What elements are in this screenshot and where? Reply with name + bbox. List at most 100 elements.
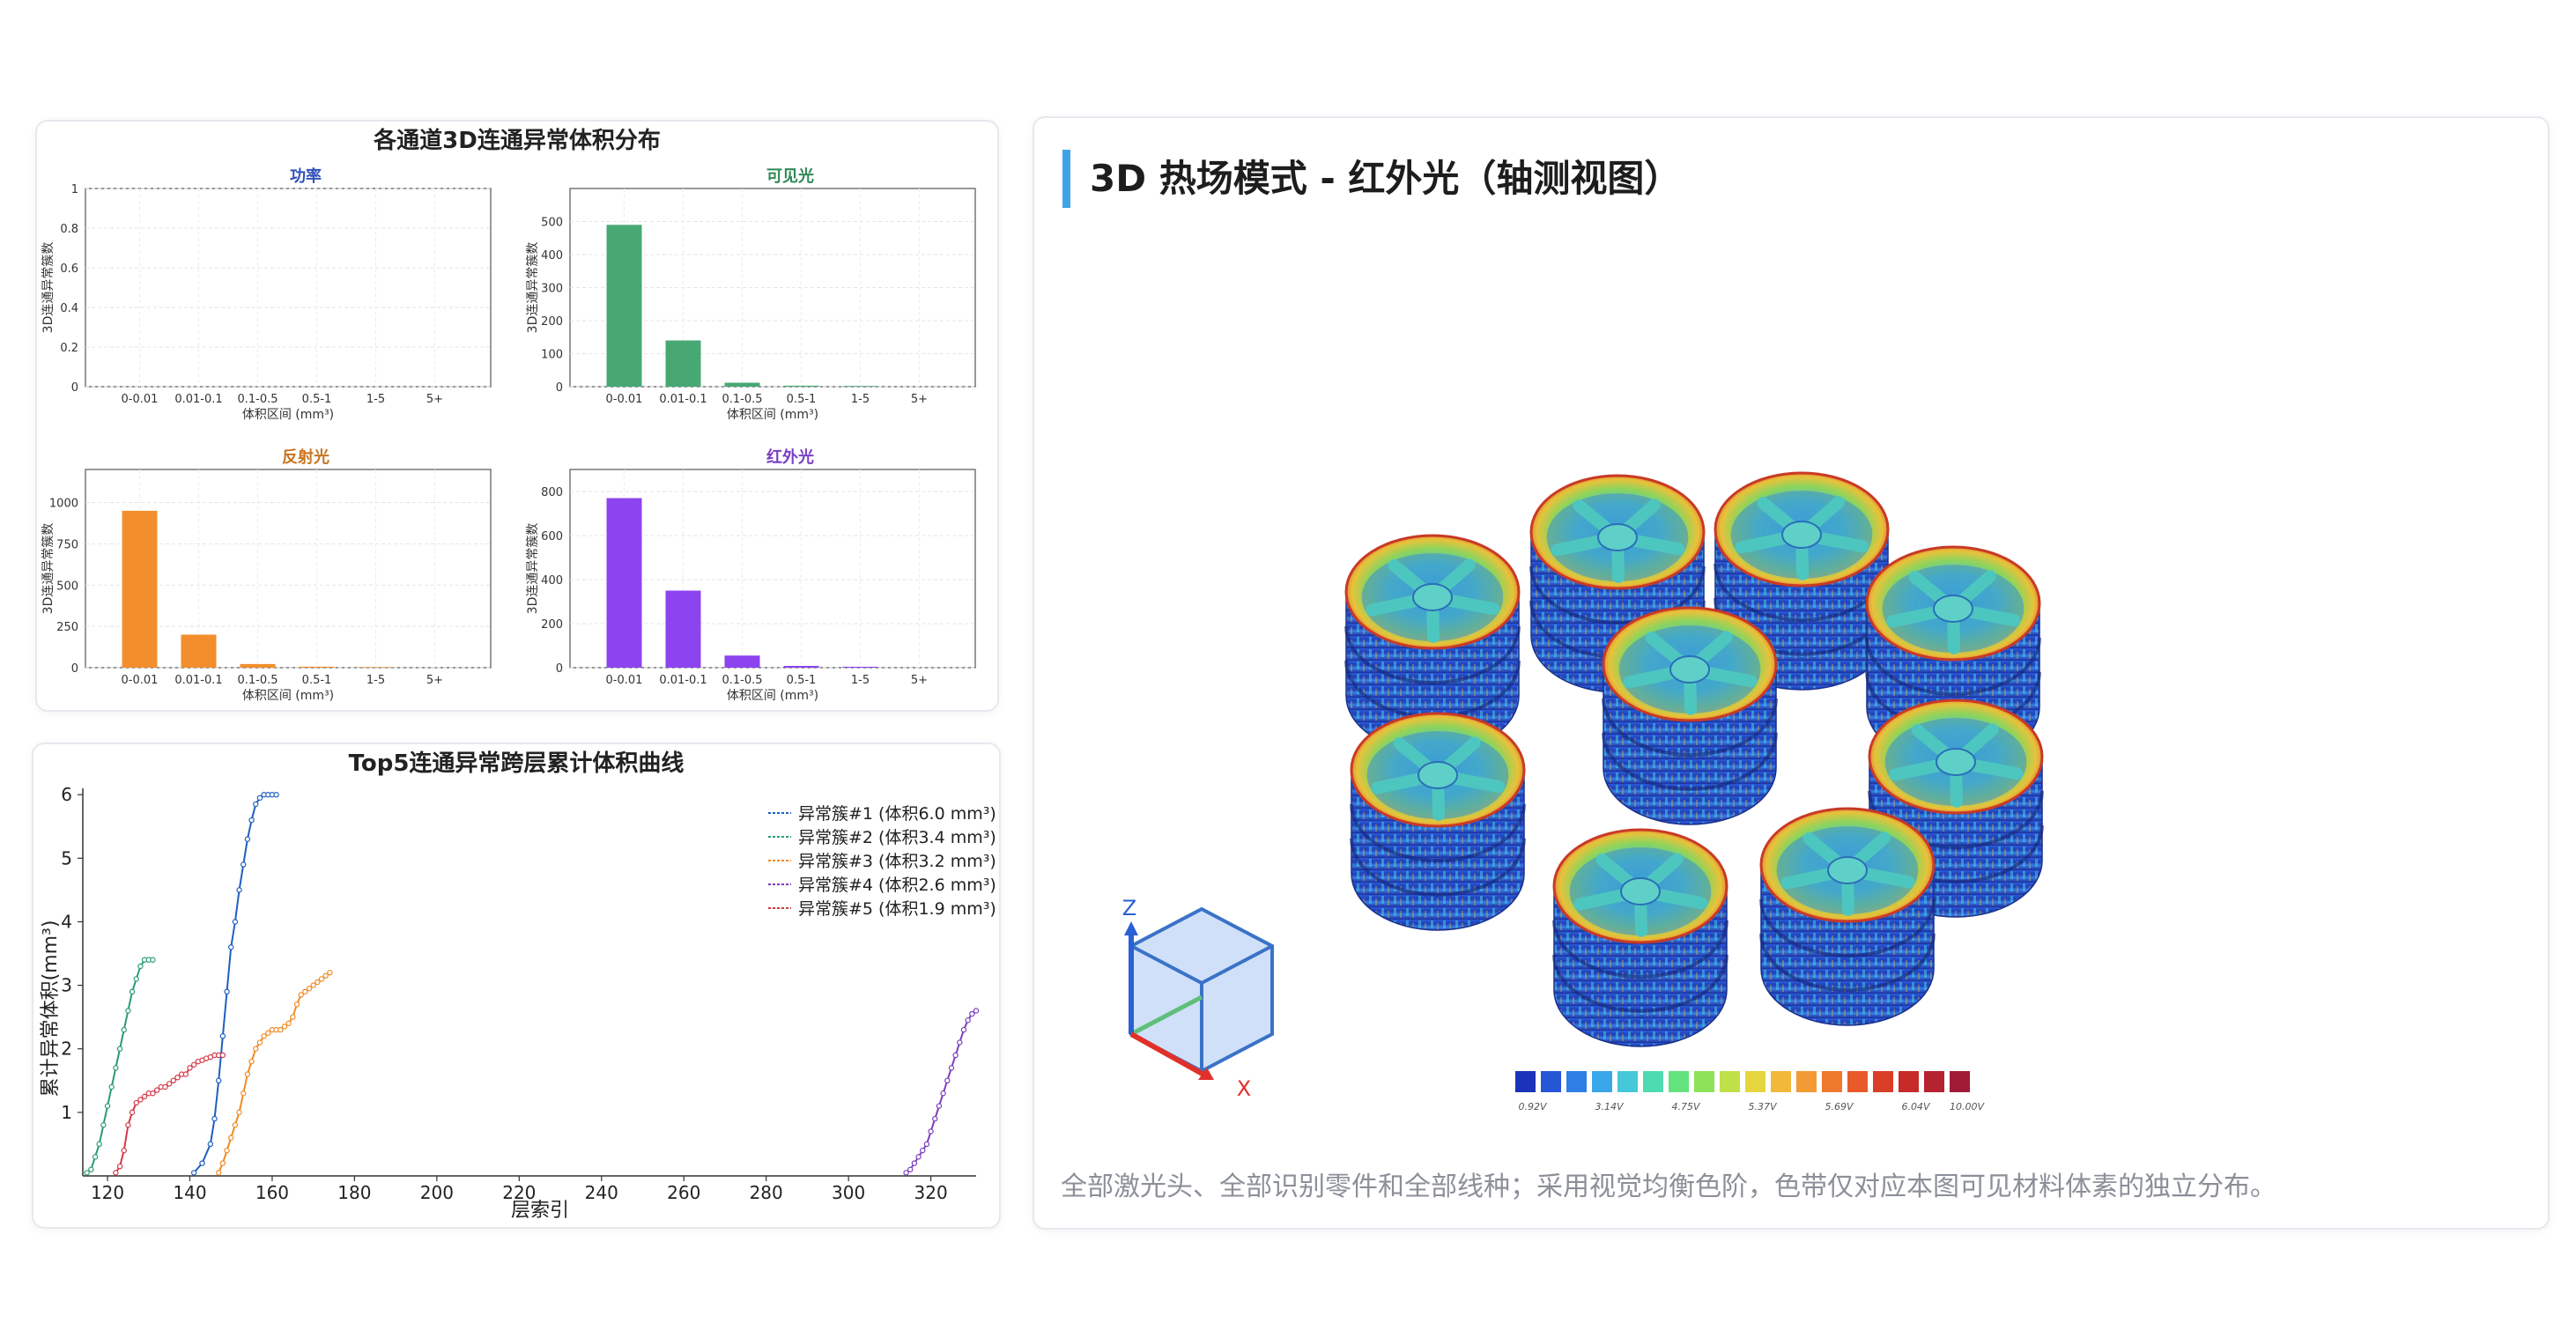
colorbar-swatch xyxy=(1822,1071,1842,1092)
x-tick-label: 0.1-0.5 xyxy=(237,674,278,687)
legend-label: 异常簇#4 (体积2.6 mm³) xyxy=(798,876,996,895)
x-tick-label: 280 xyxy=(750,1182,783,1203)
wheel-part xyxy=(1602,606,1778,825)
x-tick-label: 0.5-1 xyxy=(302,674,332,687)
y-tick-label: 6 xyxy=(61,784,72,805)
y-tick-label: 200 xyxy=(541,618,563,632)
x-tick-label: 180 xyxy=(337,1182,371,1203)
wheel-groove xyxy=(1344,625,1521,684)
series-point xyxy=(129,988,136,995)
series-point xyxy=(310,982,316,988)
y-tick-label: 400 xyxy=(541,574,563,588)
y-tick-label: 800 xyxy=(541,486,563,499)
colorbar-swatch xyxy=(1745,1071,1765,1092)
wheel-hub xyxy=(1412,583,1453,611)
legend-label: 异常簇#2 (体积3.4 mm³) xyxy=(798,828,996,847)
series-point xyxy=(125,1122,131,1128)
colorbar-swatch xyxy=(1566,1071,1587,1092)
series-point xyxy=(952,1052,959,1059)
wheel-part xyxy=(1344,534,1521,753)
x-tick-label: 0.5-1 xyxy=(787,393,817,406)
series-point xyxy=(199,1160,205,1166)
wheel-hub xyxy=(1620,877,1661,905)
x-tick-label: 0.01-0.1 xyxy=(659,674,707,687)
colorbar-swatch xyxy=(1643,1071,1663,1092)
series-point xyxy=(211,1115,218,1122)
series-point xyxy=(261,1033,267,1039)
colorbar-swatch xyxy=(1873,1071,1893,1092)
x-tick-label: 260 xyxy=(667,1182,700,1203)
colorbar-swatch xyxy=(1950,1071,1970,1092)
series-point xyxy=(96,1141,102,1148)
series-line-3 xyxy=(218,972,330,1173)
bar xyxy=(724,655,760,668)
y-tick-label: 0 xyxy=(556,662,563,676)
wheel-hub xyxy=(1597,523,1638,551)
series-point xyxy=(315,979,321,986)
y-tick-label: 0.8 xyxy=(60,223,78,236)
series-point xyxy=(207,1141,214,1148)
series-point xyxy=(302,988,308,995)
wheel-part xyxy=(1350,712,1526,931)
series-point xyxy=(256,1039,263,1046)
wheel-groove xyxy=(1552,954,1728,1013)
wheel-part xyxy=(1552,828,1728,1047)
x-tick-label: 140 xyxy=(173,1182,206,1203)
y-tick-label: 300 xyxy=(541,283,563,296)
series-point xyxy=(903,1170,909,1176)
x-axis-label: 体积区间 (mm³) xyxy=(727,408,818,422)
series-point xyxy=(116,1046,123,1052)
series-point xyxy=(911,1160,918,1166)
y-tick-label: 400 xyxy=(541,249,563,262)
axis-z-label: Z xyxy=(1122,896,1136,920)
bar xyxy=(842,386,878,387)
series-point xyxy=(224,988,230,995)
series-point xyxy=(150,1090,156,1097)
wheel-hub xyxy=(1827,856,1868,884)
series-point xyxy=(137,1097,144,1103)
bar xyxy=(665,590,701,668)
bar xyxy=(842,667,878,668)
series-point xyxy=(290,1014,296,1020)
series-point xyxy=(327,969,333,976)
series-point xyxy=(228,1135,234,1141)
series-point xyxy=(241,1090,247,1097)
colorbar-label: 5.69V xyxy=(1825,1101,1854,1112)
bar xyxy=(358,667,394,668)
wheel-hub xyxy=(1936,748,1976,776)
x-tick-label: 0.5-1 xyxy=(787,674,817,687)
y-tick-label: 3 xyxy=(61,975,72,996)
axis-gizmo[interactable]: Z X xyxy=(1122,896,1274,1101)
y-tick-label: 0 xyxy=(556,381,563,395)
x-tick-label: 0-0.01 xyxy=(122,674,159,687)
series-point xyxy=(150,957,156,963)
colorbar-swatch xyxy=(1541,1071,1561,1092)
series-point xyxy=(936,1103,943,1109)
colorbar-label: 6.04V xyxy=(1901,1101,1930,1112)
wheel-groove xyxy=(1602,698,1778,757)
bar-chart-title: 功率 xyxy=(290,166,322,186)
series-point xyxy=(957,1039,963,1046)
plot-frame xyxy=(85,188,492,388)
x-tick-label: 1-5 xyxy=(366,393,385,406)
series-point xyxy=(253,801,259,808)
bar xyxy=(783,385,819,387)
wheel-groove xyxy=(1529,565,1706,625)
y-tick-label: 0 xyxy=(71,381,78,395)
series-point xyxy=(907,1166,914,1172)
wheel-groove xyxy=(1602,732,1778,791)
x-tick-label: 0.5-1 xyxy=(302,393,332,406)
y-tick-label: 200 xyxy=(541,315,563,329)
bar xyxy=(783,666,819,668)
x-tick-label: 5+ xyxy=(911,674,928,687)
bar-chart-title: 红外光 xyxy=(766,447,814,467)
thermal-view-title: 3D 热场模式 - 红外光（轴测视图） xyxy=(1062,150,1681,208)
series-point xyxy=(219,1033,226,1039)
y-tick-label: 500 xyxy=(56,580,78,593)
series-point xyxy=(219,1160,226,1166)
x-tick-label: 1-5 xyxy=(366,674,385,687)
